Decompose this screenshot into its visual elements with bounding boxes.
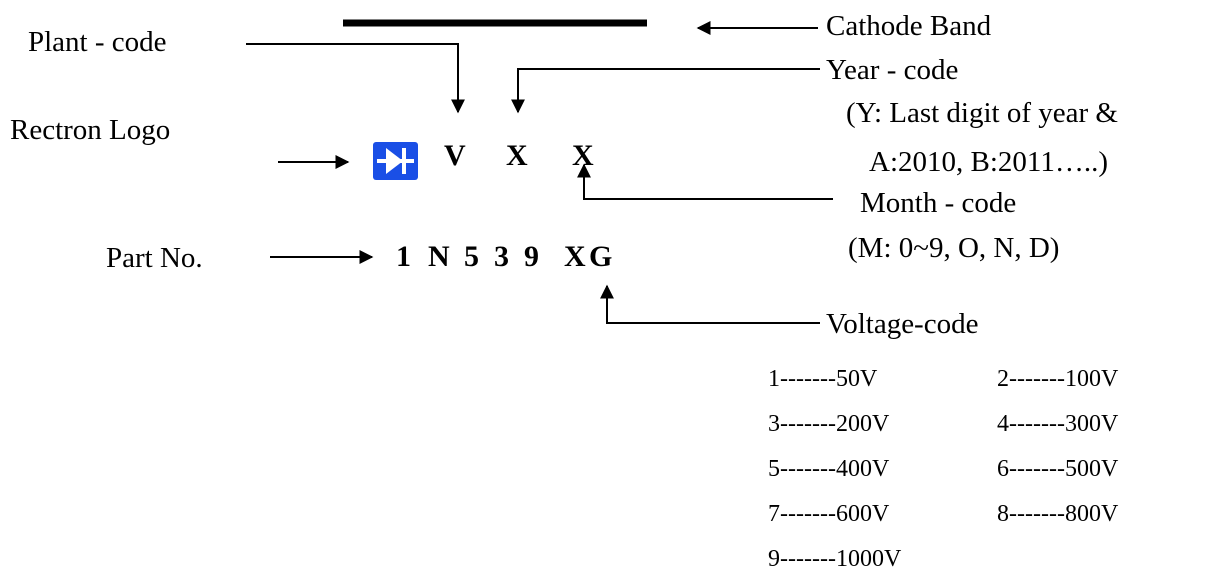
part-no-label: Part No. (106, 242, 203, 274)
part-char: 9 (524, 240, 539, 273)
voltage-code-arrow (600, 284, 820, 324)
voltage-entry: 3-------200V (768, 411, 890, 437)
month-code-char: X (572, 139, 594, 172)
month-code-label: Month - code (860, 187, 1017, 219)
plant-code-label: Plant - code (28, 26, 167, 58)
part-char: 3 (494, 240, 509, 273)
year-code-char: X (506, 139, 528, 172)
cathode-band-label: Cathode Band (826, 10, 992, 42)
voltage-entry: 6-------500V (997, 456, 1119, 482)
voltage-entry: 2-------100V (997, 366, 1119, 392)
diode-logo-icon (373, 142, 418, 180)
part-char: 1 (396, 240, 411, 273)
voltage-entry: 1-------50V (768, 366, 878, 392)
voltage-code-label: Voltage-code (826, 308, 979, 340)
plant-code-char: V (444, 139, 466, 172)
part-char: X (564, 240, 586, 273)
rectron-logo-label: Rectron Logo (10, 114, 171, 146)
voltage-entry: 5-------400V (768, 456, 890, 482)
voltage-entry: 9-------1000V (768, 546, 902, 572)
month-code-note: (M: 0~9, O, N, D) (848, 232, 1060, 264)
month-code-arrow (577, 163, 833, 200)
voltage-entry: 7-------600V (768, 501, 890, 527)
year-code-note-2: A:2010, B:2011…..) (869, 146, 1108, 178)
year-code-label: Year - code (826, 54, 959, 86)
voltage-entry: 4-------300V (997, 411, 1119, 437)
part-char: N (428, 240, 450, 273)
part-char: G (589, 240, 613, 273)
year-code-arrow (511, 68, 820, 114)
year-code-note-1: (Y: Last digit of year & (846, 97, 1118, 129)
voltage-entry: 8-------800V (997, 501, 1119, 527)
plant-code-arrow (246, 43, 465, 114)
part-char: 5 (464, 240, 479, 273)
